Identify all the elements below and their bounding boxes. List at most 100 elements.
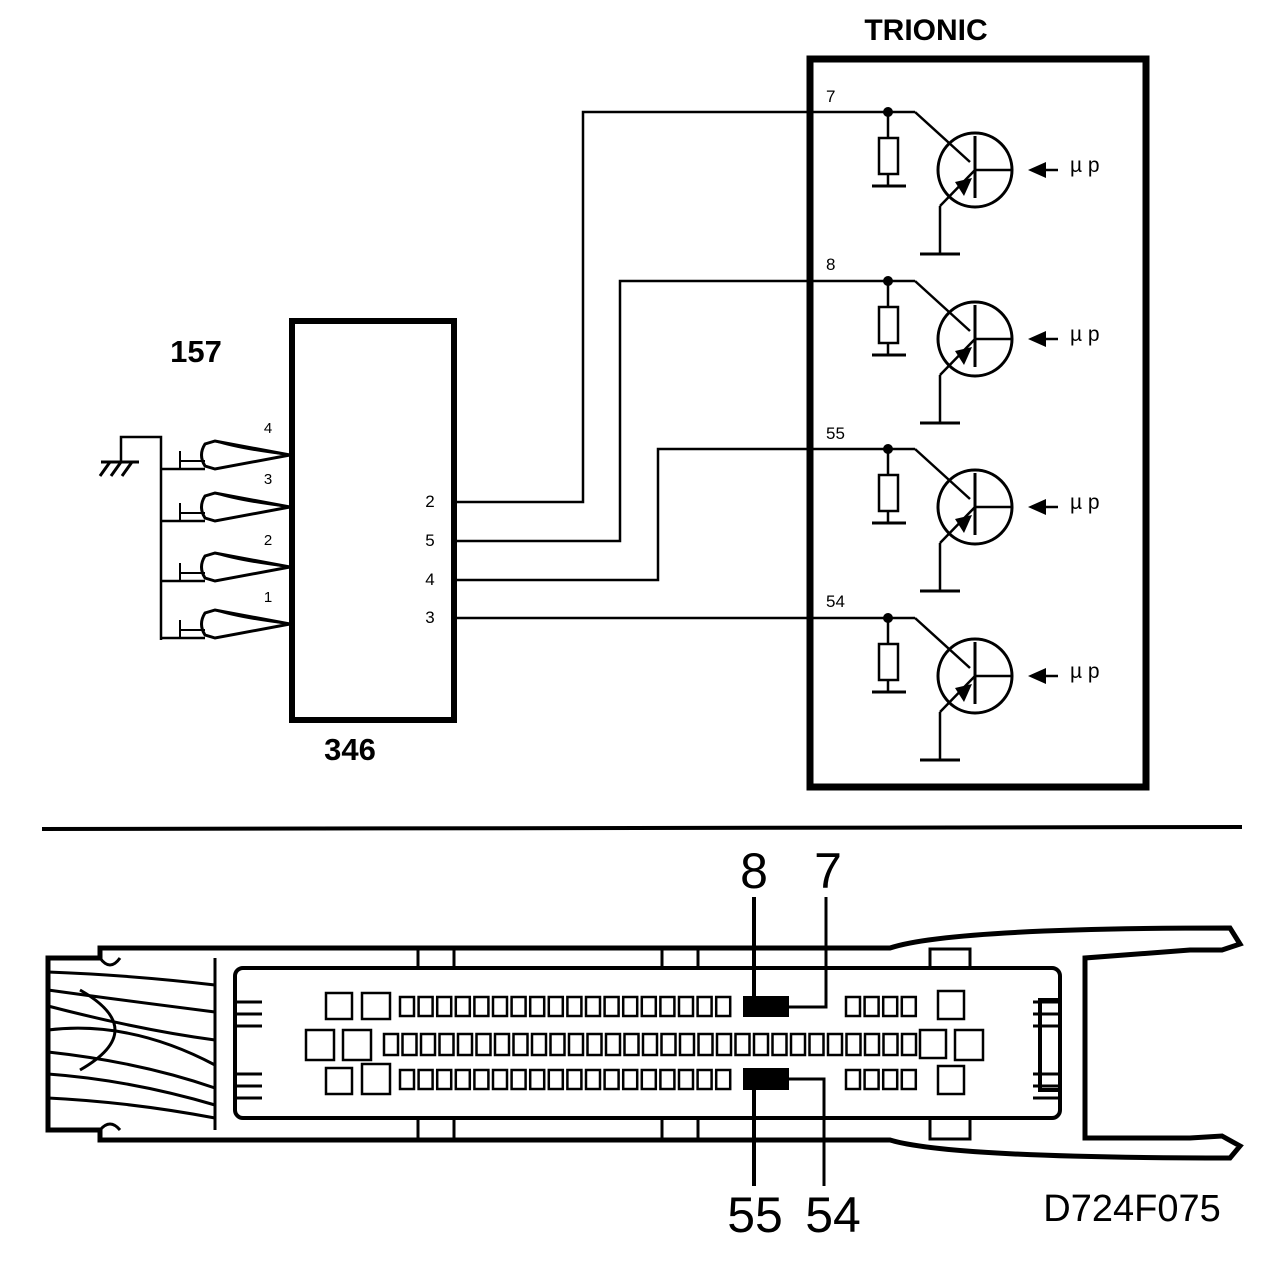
ecu-pin-label: 54 [826,592,845,611]
connector-pin [566,1068,583,1091]
driver-stage: µ p [872,444,1100,593]
ecu-connector [45,925,1244,1161]
connector-pin [341,1028,373,1062]
connector-pin [456,1032,474,1057]
connector-pin [752,1032,770,1057]
connector-pin [900,995,918,1018]
module-pin-label: 3 [425,608,434,627]
connector-pin [304,1028,336,1062]
connector-label-top: 7 [814,843,842,899]
connector-pin [844,995,862,1018]
connector-pin [454,995,472,1018]
connector-housing [45,925,1244,1161]
ignition-coil [161,608,291,640]
connector-pin [360,991,392,1021]
module-pin-label: 4 [425,570,434,589]
connector-pin [491,1068,509,1091]
connector-pin [324,1066,354,1096]
connector-pin [547,995,565,1018]
ecu-title: TRIONIC [864,14,987,47]
driver-stage: µ p [872,276,1100,425]
connector-pin [473,1068,490,1091]
ignition-coil [161,491,291,523]
coils-label: 157 [170,334,222,369]
highlighted-pins [743,897,828,1186]
connector-pin [936,989,966,1021]
connector-pin [566,995,583,1018]
connector-pin [696,995,713,1018]
connector-pin [677,995,695,1018]
ecu-pin-label: 7 [826,87,835,106]
connector-ribs [237,1000,1058,1100]
connector-pin [473,995,490,1018]
wire-pin-8 [454,279,888,543]
connector-pin [714,995,732,1018]
connector-pin [586,1032,603,1057]
connector-pin [435,995,453,1018]
connector-pin [398,995,416,1018]
module-346-box [289,318,457,723]
connector-pin [826,1032,844,1057]
connector-pin [621,995,639,1018]
connector-pin [549,1032,566,1057]
connector-pin [640,995,658,1018]
connector-pin [530,1032,548,1057]
connector-pin [435,1068,453,1091]
ignition-coil [161,551,291,583]
connector-pin [714,1068,732,1091]
connector-pin [623,1032,640,1057]
connector-pin [398,1068,416,1091]
connector-pin [547,1068,565,1091]
connector-label-bottom: 55 [727,1187,783,1243]
connector-pin [510,995,527,1018]
connector-pin [621,1068,639,1091]
microprocessor-label: µ p [1070,154,1100,177]
coil-pin-label: 1 [264,589,272,606]
connector-pin [863,1068,880,1091]
coil-pin-label: 2 [264,532,272,549]
connector-pin [659,995,676,1018]
connector-pin [808,1032,825,1057]
connector-pin [454,1068,472,1091]
connector-pin [528,995,546,1018]
microprocessor-label: µ p [1070,660,1100,683]
module-pin-label: 5 [425,531,434,550]
ecu-pin-label: 8 [826,255,835,274]
connector-pin [863,1032,881,1057]
connector-pin [900,1068,918,1091]
connector-label-bottom: 54 [805,1187,861,1243]
ignition-coil [161,439,291,471]
connector-pin [640,1068,658,1091]
connector-pin [936,1064,966,1096]
connector-pin [881,1068,899,1091]
connector-pin [419,1032,437,1057]
connector-pin [401,1032,418,1057]
connector-pin [567,1032,585,1057]
connector-inner-frame [233,966,1062,1120]
wire-pin-55 [454,447,888,582]
connector-pin [697,1032,714,1057]
connector-pin [604,1032,622,1057]
ignition-coils [161,439,291,640]
connector-pin [660,1032,677,1057]
ecu-pin-label: 55 [826,424,845,443]
connector-pin [882,1032,899,1057]
connector-pin [678,1032,696,1057]
connector-pin [417,995,434,1018]
connector-pin [953,1028,985,1062]
leader-line-54 [789,1077,826,1186]
microprocessor-label: µ p [1070,491,1100,514]
leader-line-7 [789,897,828,1009]
connector-pin [528,1068,546,1091]
connector-pin [493,1032,511,1057]
connector-pin [510,1068,527,1091]
connector-pin [438,1032,455,1057]
connector-pin [900,1032,918,1057]
connector-pin [845,1032,862,1057]
connector-pin [789,1032,807,1057]
section-divider [41,825,1243,831]
connector-pin [360,1062,392,1096]
coil-pin-label: 3 [264,471,272,488]
connector-pin [659,1068,676,1091]
